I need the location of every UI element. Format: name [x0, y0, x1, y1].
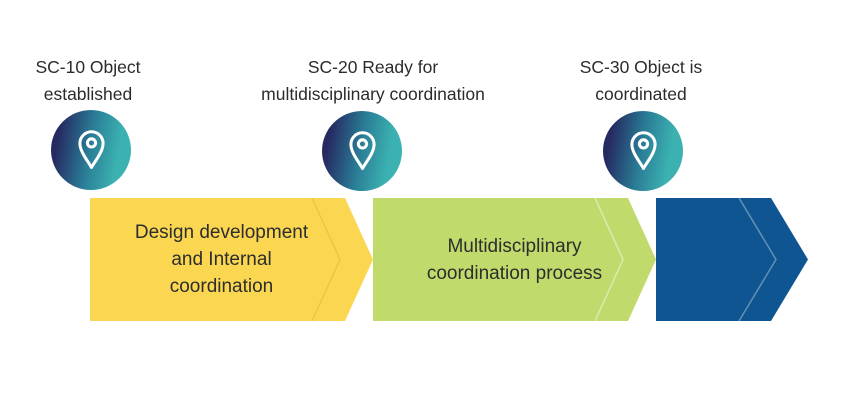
pin-hole [356, 137, 368, 150]
pin-hole [85, 136, 97, 149]
milestone-badge-sc20 [322, 111, 402, 191]
milestone-label-sc20: SC-20 Ready for multidisciplinary coordi… [261, 57, 485, 104]
stage-arrow-shape [90, 198, 373, 321]
location-pin-icon [629, 130, 657, 170]
milestone-badge-sc10 [51, 110, 131, 190]
milestone-label-sc30: SC-30 Object is coordinated [579, 57, 703, 104]
stage-arrow-shape [656, 198, 808, 321]
stage-arrow-final [656, 198, 808, 321]
stage-arrow-shape [373, 198, 656, 321]
stage-arrow-design-development [90, 198, 373, 321]
stage-arrow-multidisciplinary-coordination [373, 198, 656, 321]
location-pin-icon [77, 129, 105, 169]
stage-arrow-accent-chevron [594, 198, 624, 321]
pin-hole [637, 137, 649, 150]
pin-outline [77, 129, 105, 169]
stage-arrow-accent-chevron [311, 198, 341, 321]
pin-outline [348, 130, 376, 170]
stage-arrow-accent-chevron [738, 198, 777, 321]
milestone-badge-sc30 [603, 111, 683, 191]
milestone-label-sc10: SC-10 Object established [35, 57, 141, 104]
location-pin-icon [348, 130, 376, 170]
pin-outline [629, 130, 657, 170]
